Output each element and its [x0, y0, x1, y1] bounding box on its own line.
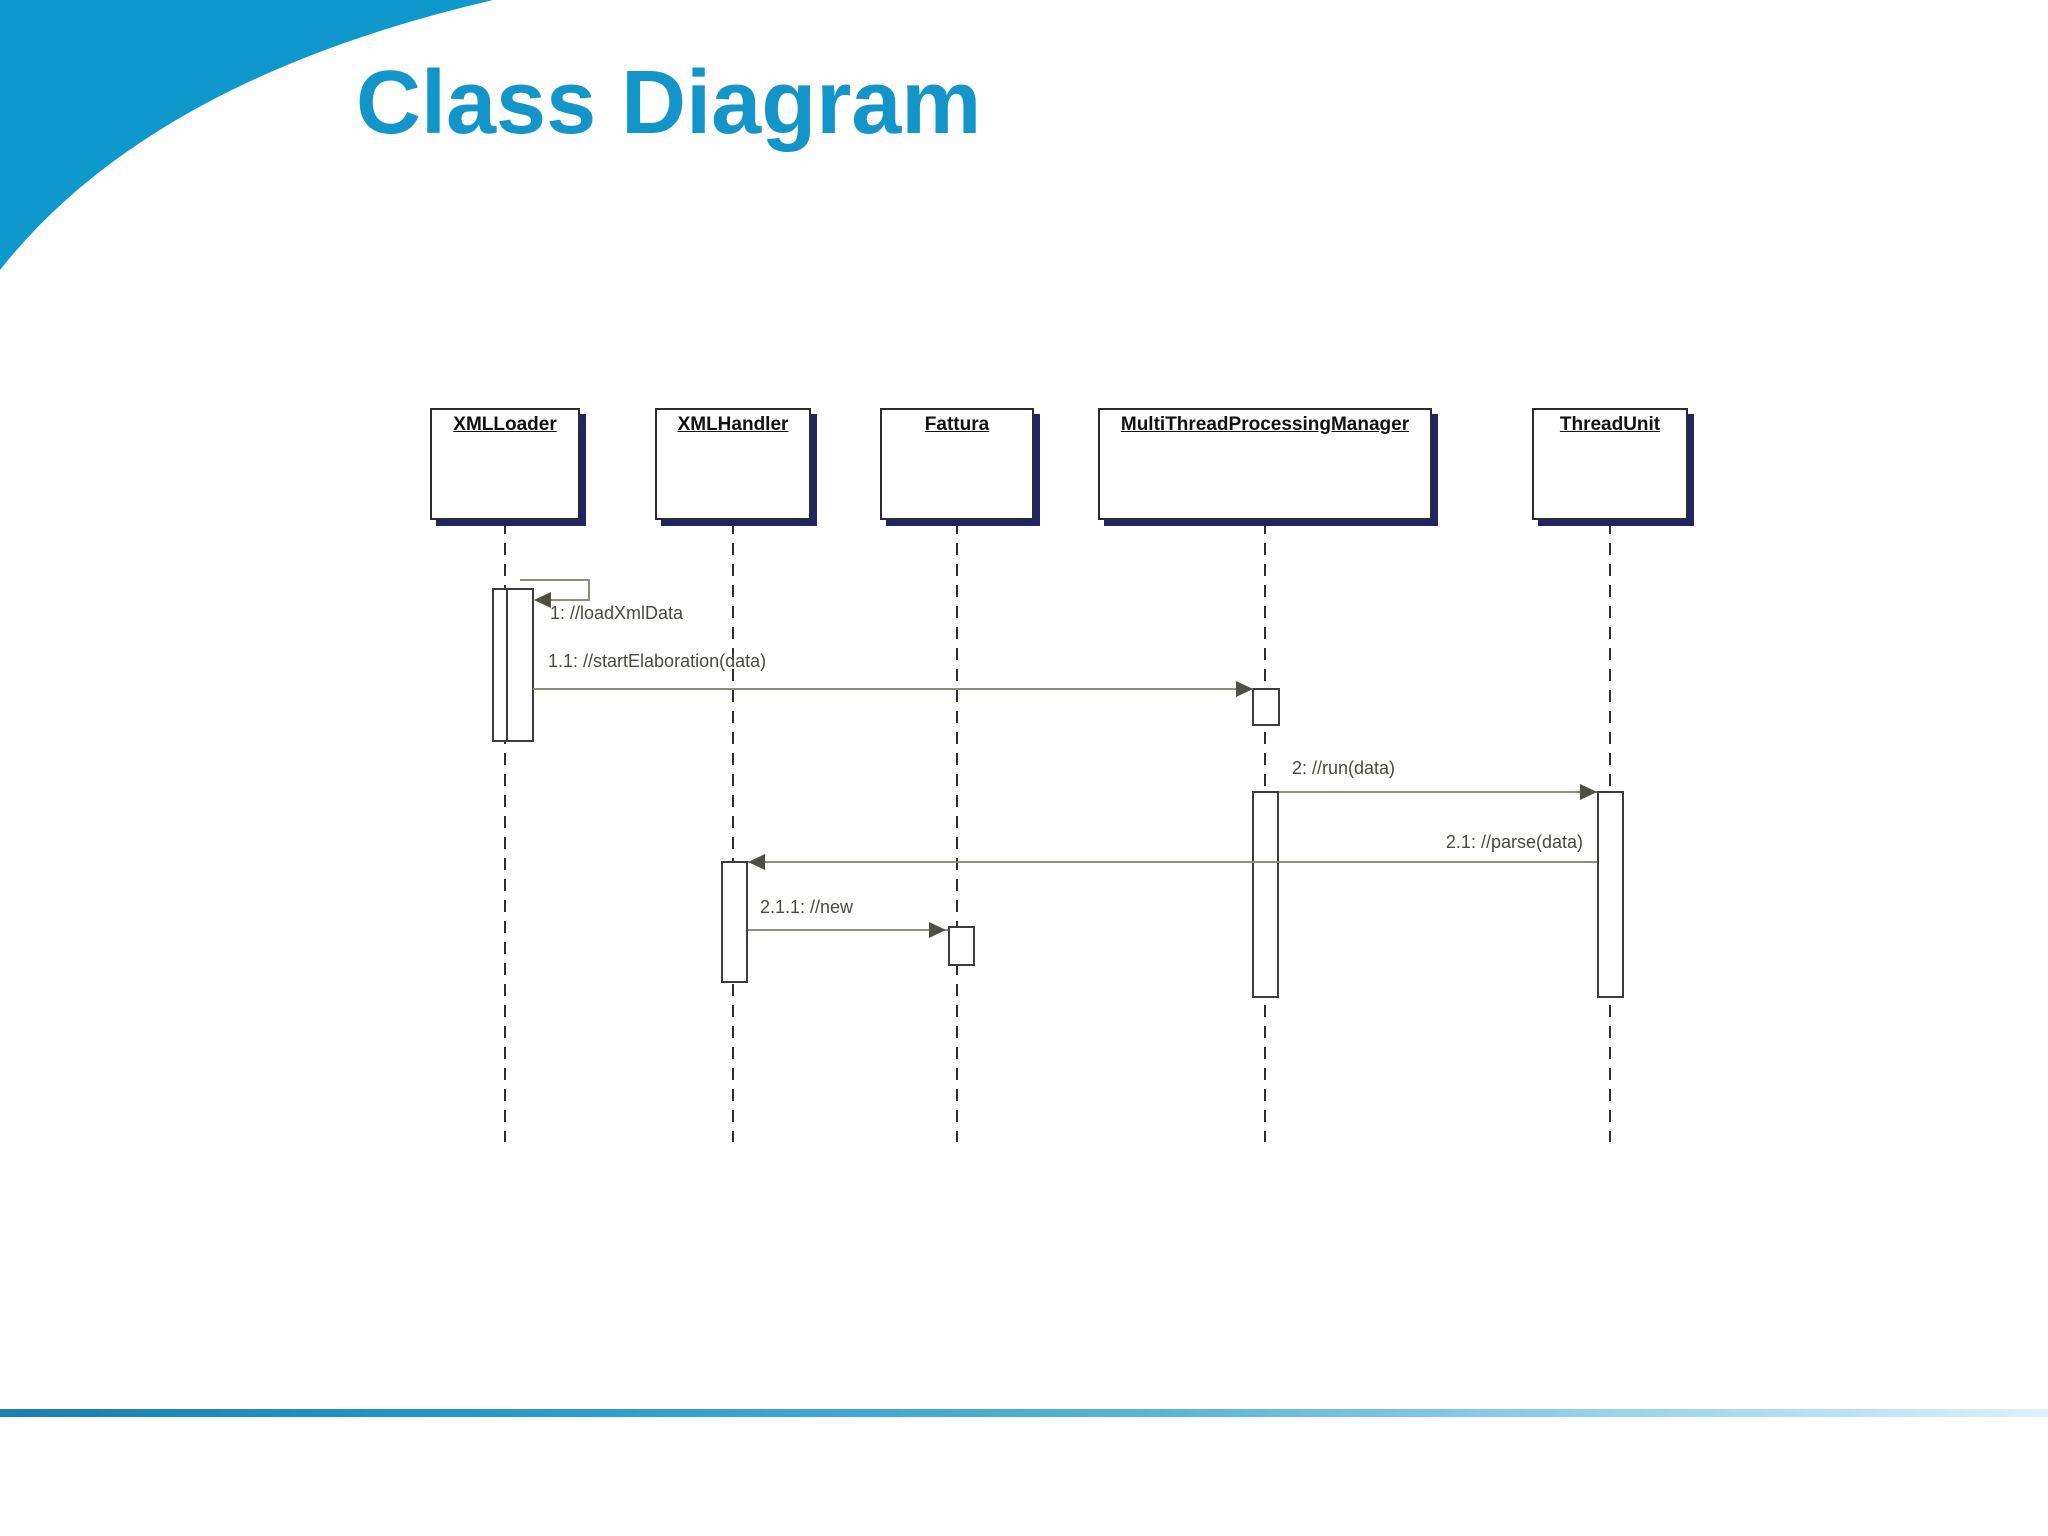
lifeline-xmlloader: [504, 522, 506, 1142]
page-title: Class Diagram: [356, 53, 982, 153]
message-line-startelaboration: [533, 688, 1253, 690]
class-name-fattura: Fattura: [924, 414, 990, 435]
message-label-loadxmldata: 1: //loadXmlData: [550, 603, 684, 623]
class-box-threadunit: ThreadUnit: [1532, 408, 1688, 520]
new-arrowhead-icon: [929, 922, 946, 938]
message-line-new: [748, 929, 948, 931]
message-line-parse: [748, 861, 1597, 863]
class-name-multithreadprocessingmanager: MultiThreadProcessingManager: [1120, 414, 1410, 435]
activation-fattura-new: [948, 926, 975, 966]
class-name-threadunit: ThreadUnit: [1559, 414, 1661, 435]
lifeline-fattura: [956, 522, 958, 1142]
message-line-loadxmldata-return: [548, 599, 590, 601]
message-label-run: 2: //run(data): [1292, 758, 1396, 778]
run-arrowhead-icon: [1580, 784, 1597, 800]
message-line-loadxmldata-side: [588, 579, 590, 601]
activation-mtpm-start: [1252, 688, 1280, 726]
corner-swoosh-shape: [0, 0, 493, 270]
message-label-new: 2.1.1: //new: [760, 897, 854, 917]
message-label-startelaboration: 1.1: //startElaboration(data): [548, 651, 767, 671]
loadxmldata-arrowhead-icon: [534, 592, 551, 608]
message-line-loadxmldata-top: [520, 579, 590, 581]
class-box-xmlhandler: XMLHandler: [655, 408, 811, 520]
lifeline-xmlhandler: [732, 522, 734, 1142]
class-box-xmlloader: XMLLoader: [430, 408, 580, 520]
footer-divider: [0, 1409, 2048, 1417]
class-box-fattura: Fattura: [880, 408, 1034, 520]
class-name-xmlloader: XMLLoader: [453, 414, 557, 435]
activation-xmlhandler: [721, 861, 748, 983]
parse-arrowhead-icon: [748, 854, 765, 870]
startelaboration-arrowhead-icon: [1236, 681, 1253, 697]
activation-xmlloader-nested: [506, 588, 534, 742]
activation-threadunit: [1597, 791, 1624, 998]
activation-mtpm-run: [1252, 791, 1279, 998]
message-label-parse: 2.1: //parse(data): [1445, 832, 1583, 852]
class-box-multithreadprocessingmanager: MultiThreadProcessingManager: [1098, 408, 1432, 520]
message-line-run: [1279, 791, 1597, 793]
class-name-xmlhandler: XMLHandler: [677, 414, 789, 435]
